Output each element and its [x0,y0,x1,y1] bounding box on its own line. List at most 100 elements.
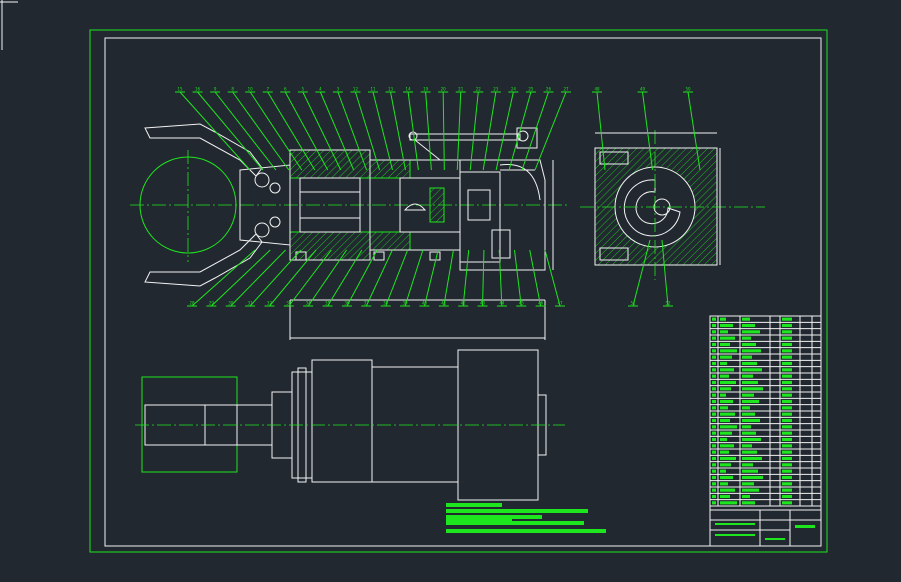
bom-row [712,330,792,334]
callout-number: 32 [267,301,273,306]
callout-number: 43 [480,301,486,306]
callout-number: 35 [325,301,331,306]
bom-row [712,349,792,353]
callout-balloon: 42 [458,249,470,307]
callout-number: 9 [214,87,217,92]
callout-balloon: 15 [175,87,251,171]
callout-balloon: 4 [315,87,355,171]
callout-balloon: 40 [419,249,439,307]
callout-balloon: 21 [455,87,466,171]
callout-number: 22 [476,87,482,92]
callout-balloon: 38 [380,249,409,307]
callout-balloon: 32 [264,249,317,307]
callout-balloon: 35 [322,249,363,307]
bom-row [712,399,792,404]
bom-row [712,418,792,423]
callout-balloon: 14 [403,87,419,171]
callout-balloon: 23 [482,87,501,171]
callout-balloon: 52 [661,239,673,307]
title-block [710,509,821,546]
callout-balloon: 44 [496,249,507,307]
callout-number: 15 [177,87,183,92]
callout-number: 16 [195,87,201,92]
callout-number: 11 [370,87,376,92]
bom-row [712,342,792,347]
callout-number: 50 [685,87,691,92]
callout-balloon: 27 [534,87,571,171]
callout-balloon: 7 [262,87,316,171]
callout-number: 7 [266,87,269,92]
callout-number: 6 [284,87,287,92]
callout-balloon: 9 [210,87,277,171]
callout-balloon: 16 [192,87,264,171]
bom-row [712,374,792,378]
callout-balloon: 24 [495,87,519,171]
bom-row [712,368,792,372]
bom-row [712,456,792,461]
callout-balloon: 19 [420,87,432,171]
callout-balloon: 33 [283,249,332,307]
callout-number: 3 [337,87,340,92]
bom-row [712,501,792,505]
main-section-view [130,123,570,340]
callout-balloon: 48 [592,87,606,171]
callout-number: 27 [563,87,569,92]
bom-row [712,406,792,410]
callout-number: 52 [665,301,671,306]
technical-notes [446,503,606,533]
bom-row [712,336,792,340]
callout-number: 41 [441,301,447,306]
callout-number: 37 [364,301,370,306]
lower-gripper-finger [144,233,263,287]
bom-row [712,361,792,366]
callout-number: 42 [461,301,467,306]
callout-balloon: 47 [544,249,565,307]
callout-number: 12 [353,87,359,92]
bom-row [712,431,792,435]
callout-balloon: 51 [628,239,651,307]
callout-number: 19 [423,87,429,92]
bom-row [712,317,792,321]
callout-number: 45 [519,301,525,306]
callout-number: 10 [248,87,254,92]
callout-balloon: 20 [438,87,449,171]
callout-balloon: 43 [477,249,488,307]
bill-of-materials [709,315,822,547]
callout-number: 51 [630,301,636,306]
bom-row [712,323,792,328]
bom-row [712,475,792,480]
callout-number: 39 [403,301,409,306]
callout-balloon: 22 [469,87,484,171]
callout-number: 28 [189,301,195,306]
bom-row [712,393,792,397]
callout-balloon: 41 [438,249,454,307]
bom-row [712,494,792,499]
callout-number: 47 [557,301,563,306]
plan-view [135,349,565,501]
bom-row [712,469,792,473]
callout-balloon: 45 [513,249,527,307]
bom-row [712,387,792,391]
bom-row [712,488,792,492]
callout-balloon: 50 [683,87,701,171]
callout-number: 24 [511,87,517,92]
callout-number: 23 [493,87,499,92]
callout-balloon: 12 [350,87,381,171]
callout-number: 31 [248,301,254,306]
callout-number: 25 [528,87,534,92]
callout-number: 13 [388,87,394,92]
callout-balloon: 3 [332,87,368,171]
bom-row [712,380,792,385]
callout-balloon: 31 [245,249,302,307]
bom-row [712,463,792,467]
callout-balloon: 39 [400,249,424,307]
bom-row [712,444,792,448]
callout-balloon: 37 [361,249,393,307]
side-section-view [580,130,765,280]
callout-balloon: 26 [521,87,554,171]
bom-row [712,437,792,442]
callout-number: 49 [640,87,646,92]
